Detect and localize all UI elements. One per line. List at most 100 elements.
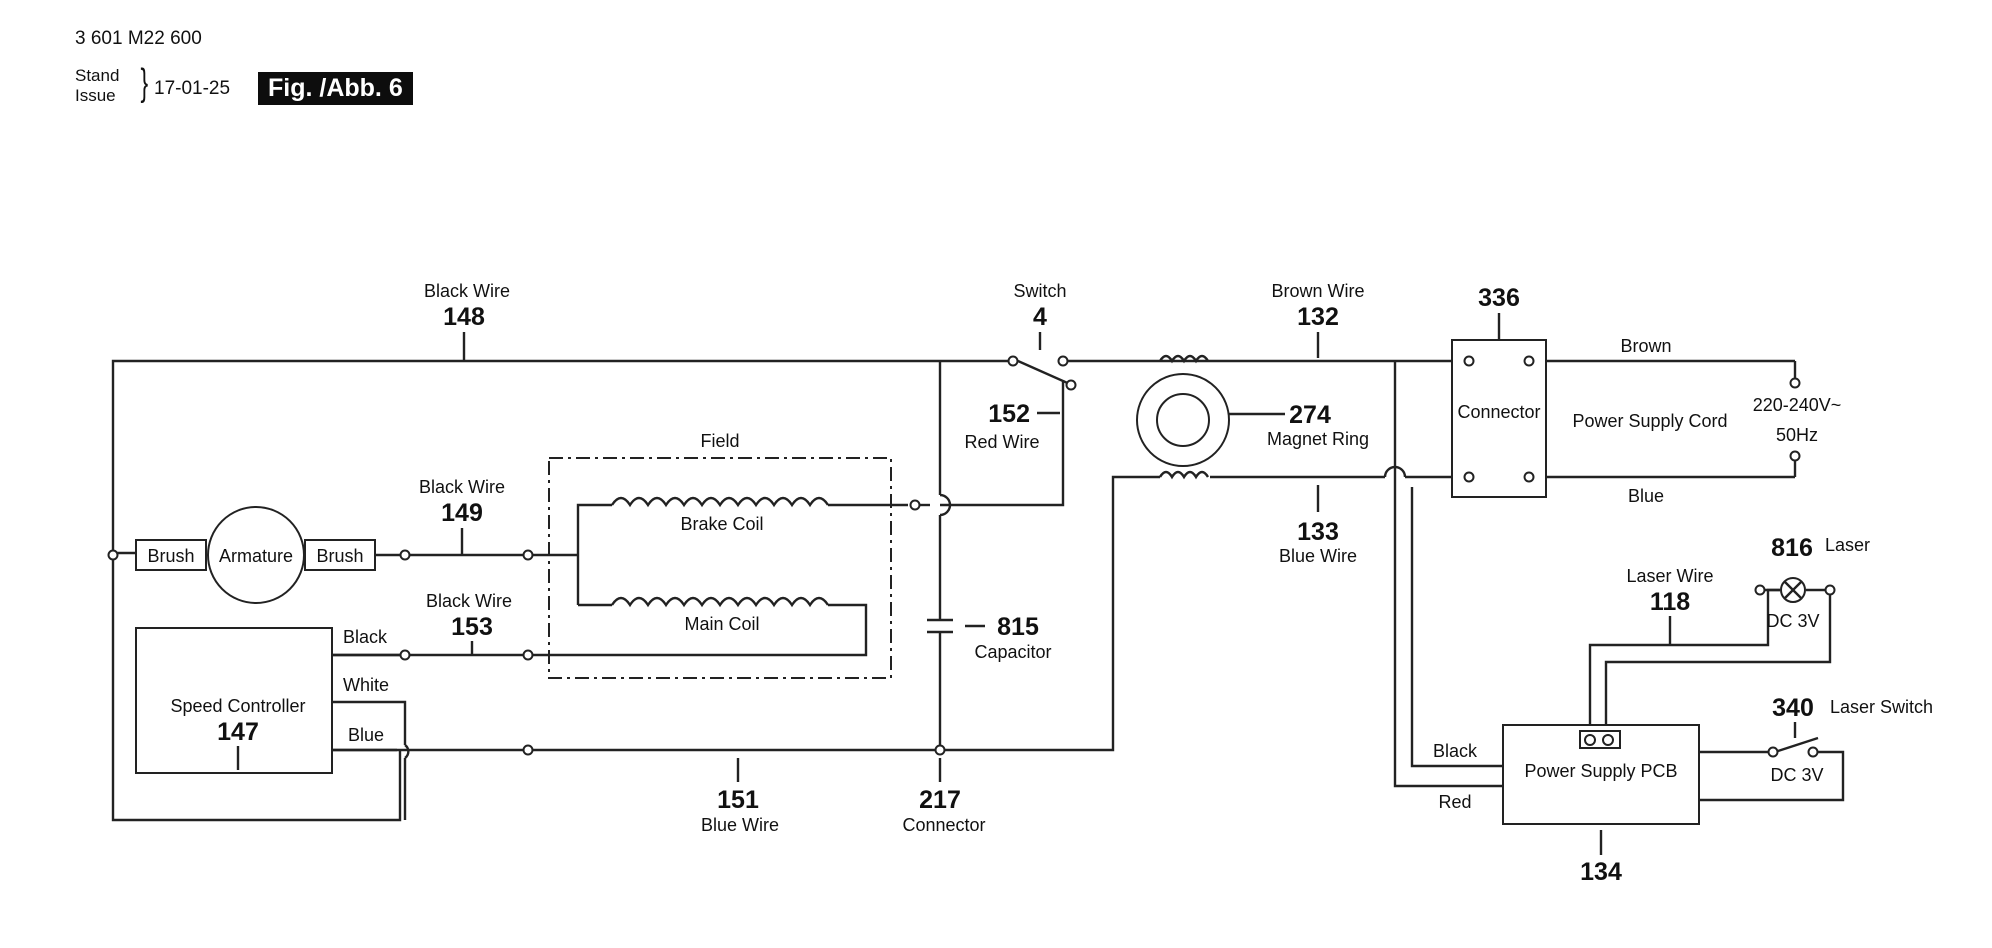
connector-217-number: 217 bbox=[919, 786, 961, 814]
terminal-switch-a bbox=[1007, 355, 1019, 367]
terminal-336-bl bbox=[1463, 471, 1475, 483]
field-box bbox=[548, 457, 892, 679]
laser-wire-b bbox=[1604, 590, 1832, 737]
red-wire-number: 152 bbox=[988, 400, 1030, 428]
terminal-sc-black bbox=[399, 649, 411, 661]
terminal-laser-left bbox=[1754, 584, 1766, 596]
brake-coil-label: Brake Coil bbox=[680, 514, 763, 534]
black-wire-148 bbox=[111, 359, 1012, 822]
voltage-label: 220-240V~ bbox=[1753, 395, 1842, 415]
blue-wire-151 bbox=[330, 475, 1160, 752]
terminal-armature-right bbox=[399, 549, 411, 561]
terminal-switch-b bbox=[1057, 355, 1069, 367]
terminal-blue-151 bbox=[522, 744, 534, 756]
terminal-field-149 bbox=[522, 549, 534, 561]
connector-336-number: 336 bbox=[1478, 284, 1520, 312]
pcb-black-wire bbox=[1393, 361, 1503, 788]
laser-switch-label: Laser Switch bbox=[1830, 697, 1933, 717]
sc-blue-label: Blue bbox=[348, 725, 384, 745]
laser-label: Laser bbox=[1825, 535, 1870, 555]
speed-controller-box bbox=[135, 627, 333, 774]
pcb-black-label: Black bbox=[1433, 741, 1478, 761]
laser-wire-number: 118 bbox=[1650, 588, 1690, 616]
switch-blade bbox=[1017, 359, 1073, 387]
terminals bbox=[107, 355, 1836, 758]
brown-cord-label: Brown bbox=[1620, 336, 1671, 356]
pcb-pin-b bbox=[1602, 734, 1614, 746]
black-wire-148-label: Black Wire bbox=[424, 281, 510, 301]
terminal-left bbox=[107, 549, 119, 561]
power-supply-pcb-label: Power Supply PCB bbox=[1524, 761, 1677, 781]
blue-cord-label: Blue bbox=[1628, 486, 1664, 506]
red-wire-152 bbox=[940, 380, 1065, 507]
laser-lamp-x2 bbox=[1784, 581, 1802, 599]
capacitor-label: Capacitor bbox=[974, 642, 1051, 662]
power-supply-pcb-number: 134 bbox=[1580, 858, 1622, 886]
pcb-pin-a bbox=[1584, 734, 1596, 746]
terminal-336-br bbox=[1523, 471, 1535, 483]
sc-white-label: White bbox=[343, 675, 389, 695]
magnet-ring-number: 274 bbox=[1289, 401, 1331, 429]
pcb-red-label: Red bbox=[1438, 792, 1471, 812]
terminal-336-tr bbox=[1523, 355, 1535, 367]
terminal-336-tl bbox=[1463, 355, 1475, 367]
brush-right-box bbox=[304, 539, 376, 571]
main-coil bbox=[610, 596, 830, 608]
laser-number: 816 bbox=[1771, 534, 1813, 562]
field-left-bus bbox=[576, 503, 612, 555]
terminal-laser-right bbox=[1824, 584, 1836, 596]
speed-controller-number: 147 bbox=[217, 718, 259, 746]
magnet-ring-inner bbox=[1156, 393, 1210, 447]
main-coil-label: Main Coil bbox=[684, 614, 759, 634]
terminal-switch340-left bbox=[1767, 746, 1779, 758]
blue-wire-151-number: 151 bbox=[717, 786, 759, 814]
red-wire-label: Red Wire bbox=[964, 432, 1039, 452]
issue-date: 17-01-25 bbox=[154, 78, 231, 99]
connector-217-label: Connector bbox=[902, 815, 985, 835]
brush-left-box bbox=[135, 539, 207, 571]
stand-label: Stand bbox=[75, 66, 120, 85]
black-wire-149-number: 149 bbox=[441, 499, 483, 527]
blue-wire-133-label: Blue Wire bbox=[1279, 546, 1357, 566]
magnet-ring-label: Magnet Ring bbox=[1267, 429, 1369, 449]
sc-crossover bbox=[404, 744, 410, 759]
capacitor-number: 815 bbox=[997, 613, 1039, 641]
blue-wire-133-number: 133 bbox=[1297, 518, 1339, 546]
terminal-cord-bottom bbox=[1789, 450, 1801, 462]
part-number: 3 601 M22 600 bbox=[75, 28, 202, 49]
figure-label: Fig. /Abb. 6 bbox=[258, 72, 413, 105]
magnet-ring-coil-top bbox=[1158, 354, 1210, 364]
switch-label: Switch bbox=[1013, 281, 1066, 301]
laser-switch-number: 340 bbox=[1772, 694, 1814, 722]
laser-wire-label: Laser Wire bbox=[1626, 566, 1713, 586]
speed-controller-label: Speed Controller bbox=[170, 696, 305, 716]
brush-right-label: Brush bbox=[316, 546, 363, 566]
terminal-field-153 bbox=[522, 649, 534, 661]
terminal-cord-top bbox=[1789, 377, 1801, 389]
armature-label: Armature bbox=[219, 546, 293, 566]
issue-label: Issue bbox=[75, 86, 116, 105]
laser-voltage: DC 3V bbox=[1766, 611, 1819, 631]
terminal-connector-217 bbox=[934, 744, 946, 756]
brake-coil bbox=[610, 496, 830, 508]
main-coil-loop bbox=[530, 603, 868, 657]
armature-assembly: Brush Armature Brush bbox=[135, 506, 405, 604]
brace: } bbox=[140, 62, 149, 104]
connector-336-label: Connector bbox=[1457, 402, 1540, 422]
brush-left-label: Brush bbox=[147, 546, 194, 566]
black-wire-153-label: Black Wire bbox=[426, 591, 512, 611]
sc-black-label: Black bbox=[343, 627, 388, 647]
terminal-brake-out bbox=[909, 499, 921, 511]
switch-number: 4 bbox=[1033, 303, 1047, 331]
sc-white-out bbox=[332, 700, 407, 745]
laser-switch-return bbox=[1700, 750, 1845, 802]
magnet-ring-coil-bottom bbox=[1158, 470, 1210, 480]
black-wire-153-number: 153 bbox=[451, 613, 493, 641]
black-wire-148-number: 148 bbox=[443, 303, 485, 331]
power-cord-label: Power Supply Cord bbox=[1572, 411, 1727, 431]
black-wire-149-label: Black Wire bbox=[419, 477, 505, 497]
brown-wire-label: Brown Wire bbox=[1271, 281, 1364, 301]
pcb-red-wire bbox=[1410, 487, 1503, 768]
blue-wire-151-label: Blue Wire bbox=[701, 815, 779, 835]
